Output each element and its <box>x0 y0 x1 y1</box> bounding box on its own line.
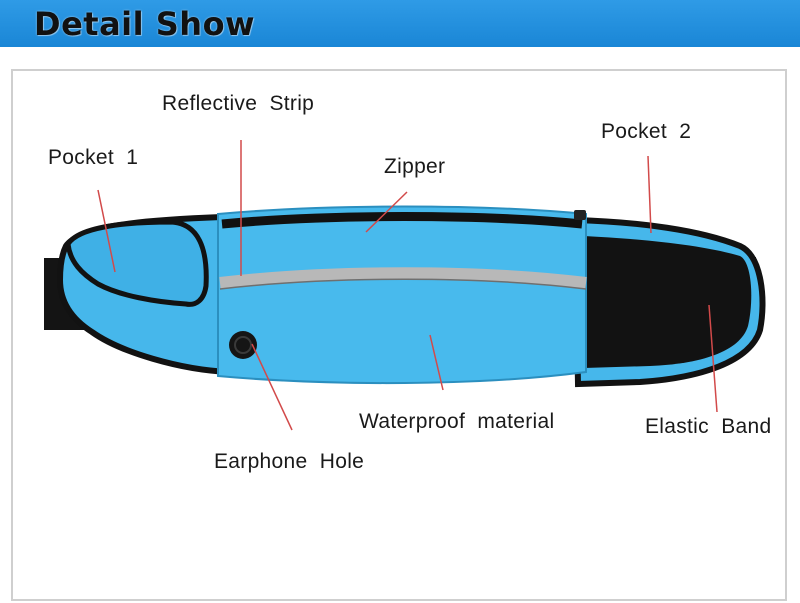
label-waterproof-material: Waterproof material <box>359 410 555 433</box>
leader-pocket2 <box>647 155 652 234</box>
reflective-strip-band <box>219 267 587 289</box>
reflective-strip-edge <box>219 278 587 290</box>
leader-elastic-band <box>708 304 718 413</box>
leader-earphone-hole <box>251 343 293 431</box>
leader-pocket1 <box>97 189 116 273</box>
page-title: Detail Show <box>34 5 256 43</box>
label-elastic-band: Elastic Band <box>645 415 772 438</box>
leader-zipper <box>365 191 408 233</box>
zipper-pull <box>574 210 586 220</box>
header-bar: Detail Show <box>0 0 800 47</box>
label-zipper: Zipper <box>384 155 446 178</box>
label-pocket2: Pocket 2 <box>601 120 692 143</box>
label-pocket1: Pocket 1 <box>48 146 139 169</box>
earphone-hole <box>229 331 257 359</box>
zipper-track <box>221 212 583 229</box>
elastic-band-panel <box>582 236 752 368</box>
label-earphone-hole: Earphone Hole <box>214 450 365 473</box>
label-reflective-strip: Reflective Strip <box>162 92 315 115</box>
leader-waterproof <box>429 334 444 391</box>
main-pouch <box>217 205 587 385</box>
pocket1-flap <box>65 219 209 307</box>
earphone-hole-ring <box>234 336 252 354</box>
